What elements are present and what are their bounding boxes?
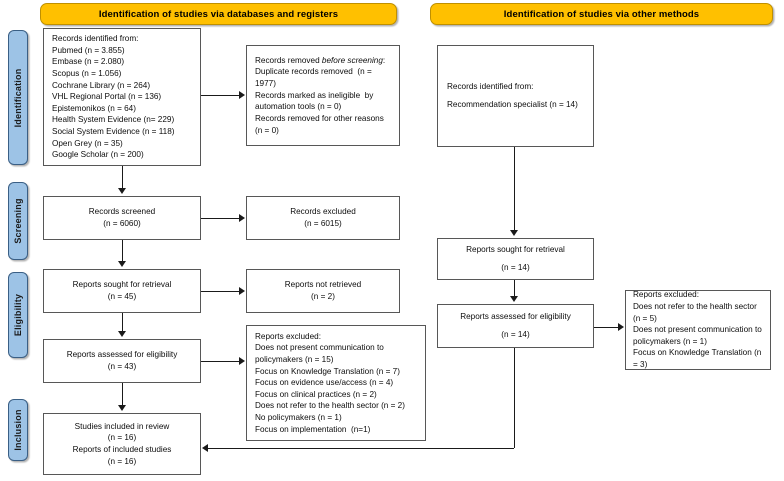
header-other-methods: Identification of studies via other meth…: [430, 3, 773, 25]
arrowhead-assessed-to-included: [118, 405, 126, 411]
studies-included-line-2: Reports of included studies: [72, 445, 172, 454]
reports-excluded-right-line-0: Reports excluded:: [633, 290, 699, 300]
records-identified-line-2: Embase (n = 2.080): [52, 57, 125, 67]
records-excluded-line-1: (n = 6015): [304, 219, 342, 228]
connector-assessed-other-to-excluded-right: [594, 327, 618, 328]
box-records-removed: Records removed before screening: Duplic…: [246, 45, 400, 146]
records-removed-line-0: Records removed before screening:: [255, 55, 386, 65]
records-removed-line-2: Records marked as ineligible by automati…: [255, 90, 376, 112]
records-identified-line-9: Open Grey (n = 35): [52, 138, 123, 148]
reports-assessed-other-line-2: (n = 14): [501, 330, 530, 339]
records-removed-line-1: Duplicate records removed (n = 1977): [255, 67, 375, 89]
reports-excluded-left-line-2: Focus on Knowledge Translation (n = 7): [255, 366, 400, 376]
connector-assessed-to-excluded-left: [201, 361, 239, 362]
reports-excluded-right-line-2: Does not present communication to policy…: [633, 325, 765, 346]
header-other-methods-label: Identification of studies via other meth…: [503, 8, 700, 20]
box-reports-sought-retrieval: Reports sought for retrieval (n = 45): [43, 269, 201, 313]
arrowhead-identified-other-to-sought-other: [510, 230, 518, 236]
studies-included-line-3: (n = 16): [107, 456, 137, 466]
box-reports-assessed-eligibility: Reports assessed for eligibility (n = 43…: [43, 339, 201, 383]
records-identified-line-5: VHL Regional Portal (n = 136): [52, 92, 162, 102]
phase-tab-screening: Screening: [8, 182, 28, 260]
phase-tab-inclusion: Inclusion: [8, 399, 28, 461]
header-databases-label: Identification of studies via databases …: [98, 8, 339, 20]
arrowhead-identified-to-screened: [118, 188, 126, 194]
phase-tab-eligibility: Eligibility: [8, 272, 28, 358]
records-removed-line-3: Records removed for other reasons (n = 0…: [255, 113, 387, 135]
arrowhead-sought-to-assessed: [118, 331, 126, 337]
phase-tab-identification-label: Identification: [13, 68, 23, 127]
box-reports-sought-retrieval-other: Reports sought for retrieval (n = 14): [437, 238, 594, 280]
connector-identified-to-screened: [122, 166, 123, 188]
phase-tab-eligibility-label: Eligibility: [13, 293, 23, 337]
reports-excluded-left-line-5: Does not refer to the health sector (n =…: [255, 401, 405, 411]
reports-sought-line-0: Reports sought for retrieval: [72, 280, 172, 290]
reports-sought-line-1: (n = 45): [107, 292, 137, 301]
connector-screened-to-excluded: [201, 218, 239, 219]
reports-excluded-right-line-3: Focus on Knowledge Translation (n = 3): [633, 348, 764, 370]
arrowhead-assessed-to-excluded-left: [239, 357, 245, 365]
reports-assessed-other-line-1: Reports assessed for eligibility: [460, 312, 571, 322]
connector-assessed-other-down: [514, 348, 515, 448]
reports-excluded-left-line-3: Focus on evidence use/access (n = 4): [255, 378, 394, 388]
reports-not-retrieved-line-0: Reports not retrieved: [284, 280, 362, 290]
phase-tab-inclusion-label: Inclusion: [13, 409, 23, 451]
arrowhead-screened-to-excluded: [239, 214, 245, 222]
arrowhead-sought-other-to-assessed-other: [510, 296, 518, 302]
box-reports-excluded-right: Reports excluded: Does not refer to the …: [625, 290, 771, 370]
box-reports-assessed-eligibility-other: Reports assessed for eligibility (n = 14…: [437, 304, 594, 348]
connector-assessed-other-to-included: [208, 448, 514, 449]
records-identified-line-4: Cochrane Library (n = 264): [52, 80, 151, 90]
arrowhead-sought-to-not-retrieved: [239, 287, 245, 295]
reports-excluded-right-line-1: Does not refer to the health sector (n =…: [633, 301, 760, 323]
reports-assessed-line-1: (n = 43): [107, 362, 137, 371]
header-databases-registers: Identification of studies via databases …: [40, 3, 397, 25]
records-excluded-line-0: Records excluded: [290, 207, 356, 217]
records-identified-other-line-1: Records identified from:: [447, 82, 534, 92]
records-identified-line-8: Social System Evidence (n = 118): [52, 127, 175, 137]
reports-excluded-left-line-0: Reports excluded:: [255, 331, 321, 341]
phase-tab-identification: Identification: [8, 30, 28, 165]
records-screened-line-0: Records screened: [88, 207, 156, 217]
box-studies-included: Studies included in review (n = 16) Repo…: [43, 413, 201, 475]
phase-tab-screening-label: Screening: [13, 198, 23, 244]
arrowhead-screened-to-sought: [118, 261, 126, 267]
connector-screened-to-sought: [122, 240, 123, 261]
reports-excluded-left-line-7: Focus on implementation (n=1): [255, 424, 371, 434]
connector-sought-other-to-assessed-other: [514, 280, 515, 296]
arrowhead-assessed-other-to-excluded-right: [618, 323, 624, 331]
arrowhead-assessed-other-to-included: [202, 444, 208, 452]
studies-included-line-1: (n = 16): [107, 433, 137, 443]
box-records-identified: Records identified from: Pubmed (n = 3.8…: [43, 28, 201, 166]
records-identified-line-3: Scopus (n = 1.056): [52, 68, 122, 78]
connector-assessed-to-included: [122, 383, 123, 405]
box-records-excluded: Records excluded (n = 6015): [246, 196, 400, 240]
reports-assessed-line-0: Reports assessed for eligibility: [66, 350, 178, 360]
records-identified-line-6: Epistemonikos (n = 64): [52, 103, 136, 113]
connector-identified-other-to-sought-other: [514, 147, 515, 230]
box-records-screened: Records screened (n = 6060): [43, 196, 201, 240]
reports-excluded-left-line-1: Does not present communication to policy…: [255, 343, 387, 364]
connector-identified-to-removed: [201, 95, 239, 96]
box-reports-not-retrieved: Reports not retrieved (n = 2): [246, 269, 400, 313]
records-screened-line-1: (n = 6060): [103, 219, 141, 228]
reports-excluded-left-line-6: No policymakers (n = 1): [255, 413, 342, 423]
connector-sought-to-not-retrieved: [201, 291, 239, 292]
records-identified-line-10: Google Scholar (n = 200): [52, 150, 144, 160]
reports-not-retrieved-line-1: (n = 2): [311, 292, 335, 301]
arrowhead-identified-to-removed: [239, 91, 245, 99]
reports-sought-other-line-1: Reports sought for retrieval: [466, 245, 565, 255]
studies-included-line-0: Studies included in review: [74, 421, 170, 431]
records-identified-line-1: Pubmed (n = 3.855): [52, 45, 125, 55]
reports-excluded-left-line-4: Focus on clinical practices (n = 2): [255, 389, 377, 399]
records-identified-line-7: Health System Evidence (n= 229): [52, 115, 175, 125]
records-identified-other-line-2: Recommendation specialist (n = 14): [447, 100, 578, 109]
box-reports-excluded-left: Reports excluded: Does not present commu…: [246, 325, 426, 441]
reports-sought-other-line-2: (n = 14): [501, 263, 530, 272]
records-identified-line-0: Records identified from:: [52, 33, 139, 43]
connector-sought-to-assessed: [122, 313, 123, 331]
box-records-identified-other: Records identified from: Recommendation …: [437, 45, 594, 147]
